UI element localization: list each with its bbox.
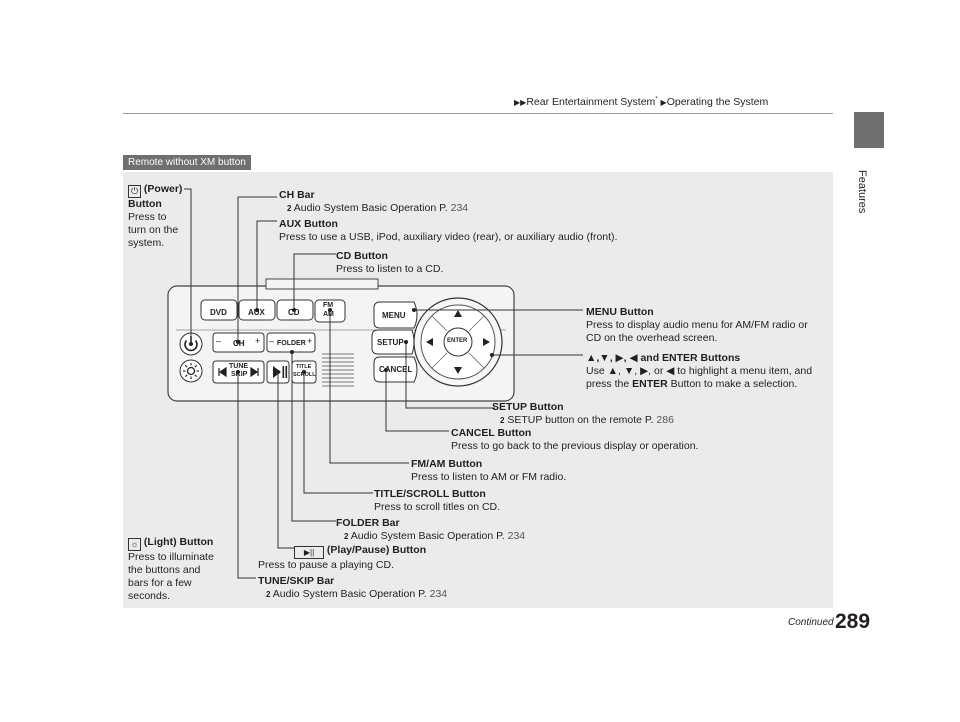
speaker-grille — [322, 353, 354, 387]
menu-callout: MENU Button Press to display audio menu … — [586, 306, 808, 344]
enter-label: ENTER — [447, 338, 468, 344]
play-pause-icon: ▶|| — [294, 546, 324, 559]
arrow-icons: ▲, ▼, ▶ — [607, 365, 649, 377]
ref-arrow-icon: 2 — [287, 204, 292, 213]
ref-arrow-icon: 2 — [266, 590, 271, 599]
folder-plus: + — [307, 336, 313, 346]
tune-label: TUNE — [229, 363, 249, 370]
title-scroll-callout: TITLE/SCROLL Button Press to scroll titl… — [374, 488, 501, 513]
page-link[interactable]: 234 — [450, 202, 469, 214]
breadcrumb: ▶▶Rear Entertainment System* ▶Operating … — [514, 96, 768, 108]
folder-callout: FOLDER Bar 2 Audio System Basic Operatio… — [336, 517, 526, 542]
light-icon: ☼ — [128, 538, 141, 551]
ref-arrow-icon: 2 — [500, 416, 505, 425]
page-number: 289 — [835, 610, 871, 633]
ch-bar-callout: CH Bar 2 Audio System Basic Operation P.… — [279, 189, 469, 214]
aux-label: AUX — [248, 308, 265, 317]
tune-skip-callout: TUNE/SKIP Bar 2 Audio System Basic Opera… — [258, 575, 448, 600]
breadcrumb-item-rear-entertainment: Rear Entertainment System — [526, 96, 656, 108]
dvd-label: DVD — [210, 308, 227, 317]
chapter-tab — [854, 112, 884, 148]
menu-label: MENU — [382, 311, 406, 320]
up-arrow-icon — [454, 310, 462, 317]
continued-label: Continued — [788, 617, 834, 628]
remote-top-ridge — [265, 278, 379, 290]
header-rule — [123, 113, 833, 114]
setup-label: SETUP — [377, 338, 404, 347]
title-label: TITLE — [296, 364, 312, 370]
cancel-callout: CANCEL Button Press to go back to the pr… — [451, 427, 699, 452]
menu-button — [373, 301, 418, 329]
scroll-label: SCROLL — [293, 372, 316, 378]
page-link[interactable]: 234 — [429, 588, 448, 600]
setup-callout: SETUP Button 2 SETUP button on the remot… — [492, 401, 674, 426]
light-callout: ☼ (Light) Button Press to illuminate the… — [128, 536, 214, 602]
breadcrumb-item-operating: Operating the System — [666, 96, 769, 108]
power-icon — [184, 339, 198, 352]
folder-label: FOLDER — [277, 340, 306, 347]
light-icon — [186, 366, 196, 376]
ch-plus: + — [255, 336, 261, 346]
ch-label: CH — [233, 339, 245, 348]
cancel-label: CANCEL — [379, 365, 413, 374]
ref-arrow-icon: 2 — [344, 532, 349, 541]
breadcrumb-arrow-icon: ▶ — [660, 98, 667, 107]
skip-forward-icon — [250, 366, 259, 378]
left-arrow-icon — [426, 338, 433, 346]
arrows-callout: ▲,▼, ▶, ◀ and ENTER Buttons Use ▲, ▼, ▶,… — [586, 352, 813, 390]
page-link[interactable]: 286 — [656, 414, 674, 426]
power-icon: ⏻ — [128, 185, 141, 198]
leader-dots — [189, 308, 494, 374]
skip-back-icon — [218, 366, 227, 378]
dvd-button — [200, 299, 238, 321]
fm-am-callout: FM/AM Button Press to listen to AM or FM… — [411, 458, 567, 483]
left-arrow-icon: ◀ — [666, 365, 675, 377]
skip-label: SKIP — [231, 371, 248, 378]
play-pause-callout: ▶|| (Play/Pause) Button Press to pause a… — [258, 544, 427, 571]
page-link[interactable]: 234 — [507, 530, 526, 542]
leader-lines — [184, 188, 583, 579]
ch-minus: – — [216, 336, 222, 346]
am-label: AM — [323, 311, 334, 318]
cd-callout: CD Button Press to listen to a CD. — [336, 250, 444, 275]
aux-callout: AUX Button Press to use a USB, iPod, aux… — [279, 218, 618, 243]
arrow-icons: ▲,▼, ▶, ◀ — [586, 352, 638, 364]
enter-button — [443, 327, 473, 357]
section-subtitle: Remote without XM button — [123, 155, 251, 170]
fm-label: FM — [323, 302, 334, 309]
breadcrumb-footnote-mark: * — [655, 96, 658, 103]
power-callout: ⏻ (Power) Button Press to turn on the sy… — [128, 183, 183, 249]
folder-minus: – — [269, 336, 275, 346]
down-arrow-icon — [454, 367, 462, 374]
breadcrumb-arrow-icon: ▶▶ — [514, 98, 527, 107]
right-arrow-icon — [483, 338, 490, 346]
cd-label: CD — [288, 308, 300, 317]
